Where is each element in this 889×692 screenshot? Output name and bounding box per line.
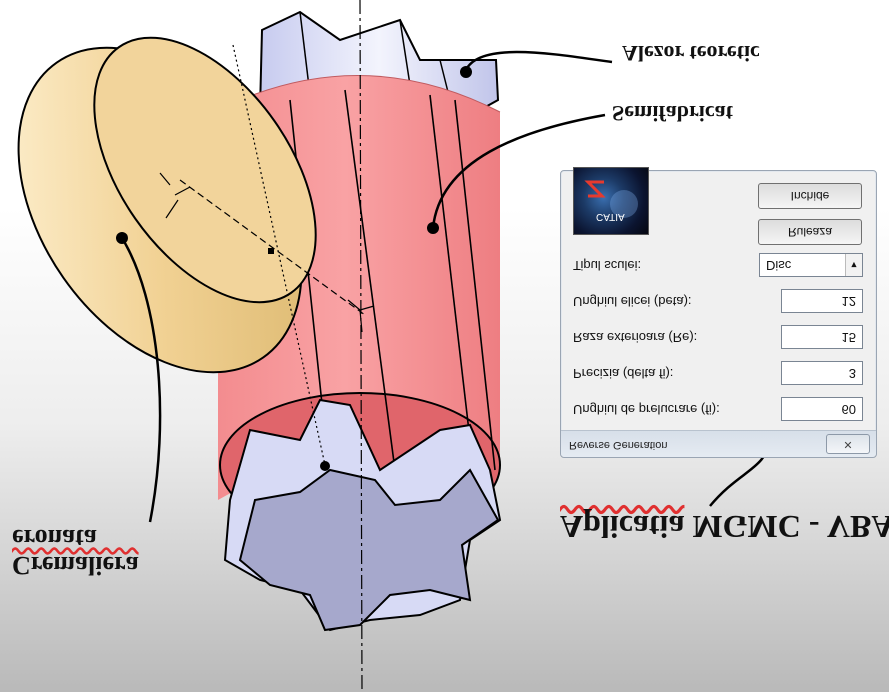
field-row-tip-scula: Tipul sculei: Disc ▼ — [573, 251, 863, 277]
field-label: Unghiul elicei (beta): — [573, 294, 692, 309]
field-label: Precizia (delta fi): — [573, 366, 674, 381]
label-cremaliera: Cremaliera eronata — [12, 524, 139, 580]
select-value: Disc — [766, 258, 792, 273]
tip-scula-select[interactable]: Disc ▼ — [759, 253, 863, 277]
reverse-generation-dialog: Reverse Generation ✕ Unghiul de prelucra… — [560, 167, 877, 458]
label-semifabricat: Semifabricat — [612, 101, 733, 126]
close-icon[interactable]: ✕ — [826, 434, 870, 454]
run-button[interactable]: Ruleaza — [758, 219, 862, 245]
field-row-unghi-elice: Unghiul elicei (beta): 12 — [573, 287, 863, 313]
dialog-titlebar[interactable]: Reverse Generation ✕ — [561, 430, 876, 457]
raza-input[interactable]: 15 — [781, 325, 863, 349]
center-lines — [159, 0, 375, 692]
leader-lines — [120, 50, 772, 523]
field-label: Unghiul de prelucrare (fi): — [573, 402, 720, 417]
logo-text: CATIA — [596, 211, 625, 222]
field-row-precizia: Precizia (delta fi): 3 — [573, 359, 863, 385]
unghi-elice-input[interactable]: 12 — [781, 289, 863, 313]
catia-logo-icon: CATIA — [584, 180, 638, 222]
dialog-title: Reverse Generation — [569, 439, 668, 451]
precizia-input[interactable]: 3 — [781, 361, 863, 385]
field-label: Tipul sculei: — [573, 258, 642, 273]
field-row-raza: Raza exterioara (Re): 15 — [573, 323, 863, 349]
close-button[interactable]: Inchide — [758, 183, 862, 209]
unghi-prelucrare-input[interactable]: 60 — [781, 397, 863, 421]
gear-lower — [223, 398, 502, 632]
field-row-unghi-prelucrare: Unghiul de prelucrare (fi): 60 — [573, 395, 863, 421]
label-alezor-teoretic: Alezor teoretic — [622, 41, 760, 66]
cremaliera-disc — [17, 36, 366, 374]
field-label: Raza exterioara (Re): — [573, 330, 698, 345]
catia-logo: CATIA — [573, 167, 649, 235]
label-aplicatia: Aplicatia MGMC - VBA — [560, 509, 889, 545]
chevron-down-icon[interactable]: ▼ — [845, 254, 862, 276]
